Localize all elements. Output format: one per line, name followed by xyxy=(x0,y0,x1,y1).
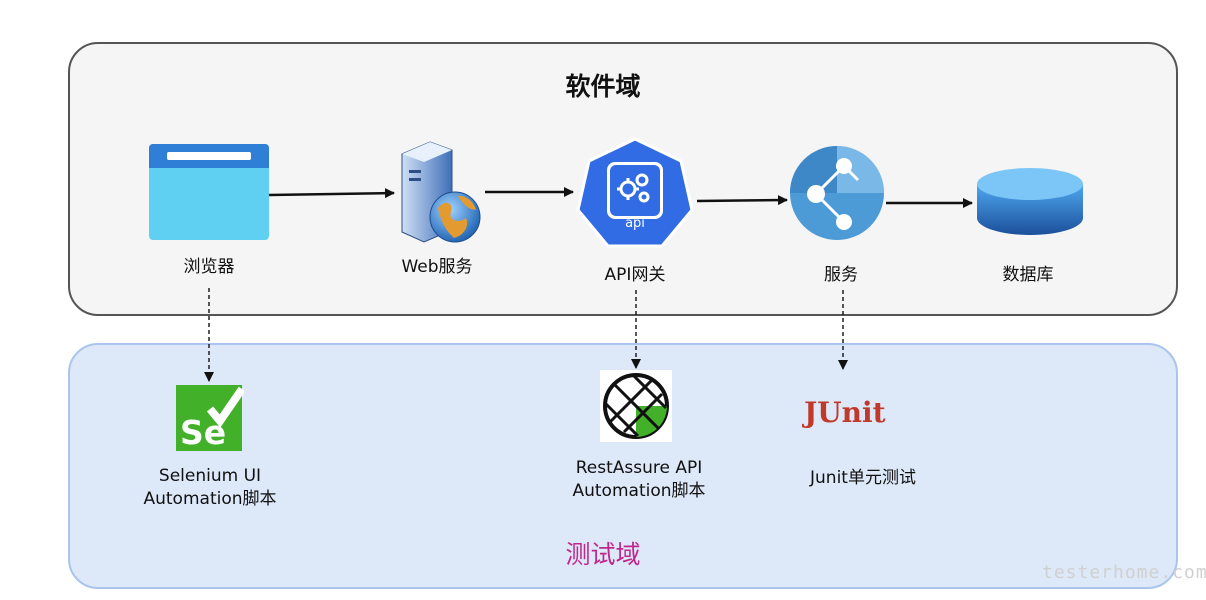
browser-icon xyxy=(149,144,269,240)
database-label: 数据库 xyxy=(1002,265,1054,285)
browser-label: 浏览器 xyxy=(183,257,235,277)
junit-label: Junit单元测试 xyxy=(810,468,916,488)
api-gateway-icon: api xyxy=(576,137,694,248)
software-domain-title: 软件域 xyxy=(565,72,641,101)
selenium-logo-text: Se xyxy=(180,413,226,452)
restassure-label-line2: Automation脚本 xyxy=(572,481,706,501)
junit-logo-text: JUnit xyxy=(802,396,886,428)
junit-logo-icon: JUnit xyxy=(802,396,886,428)
api-icon-label: api xyxy=(625,216,645,231)
selenium-icon: Se xyxy=(176,385,244,452)
arrow-browser-to-web xyxy=(268,188,395,199)
api-gateway-label: API网关 xyxy=(604,265,666,285)
arrow-api-to-service xyxy=(696,195,788,206)
web-server-icon xyxy=(401,141,481,243)
watermark-text: testerhome.com xyxy=(1042,562,1206,583)
restassure-label-line1: RestAssure API xyxy=(575,458,703,478)
web-service-label: Web服务 xyxy=(401,257,473,277)
selenium-label-line1: Selenium UI xyxy=(158,466,262,486)
service-icon xyxy=(790,146,884,240)
test-domain-title: 测试域 xyxy=(565,540,641,569)
selenium-label-line2: Automation脚本 xyxy=(143,489,277,509)
database-icon xyxy=(977,168,1083,235)
selenium-label: Selenium UI Automation脚本 xyxy=(143,465,276,511)
restassure-icon xyxy=(600,370,672,442)
service-label: 服务 xyxy=(824,265,858,285)
restassure-label: RestAssure API Automation脚本 xyxy=(572,457,705,503)
